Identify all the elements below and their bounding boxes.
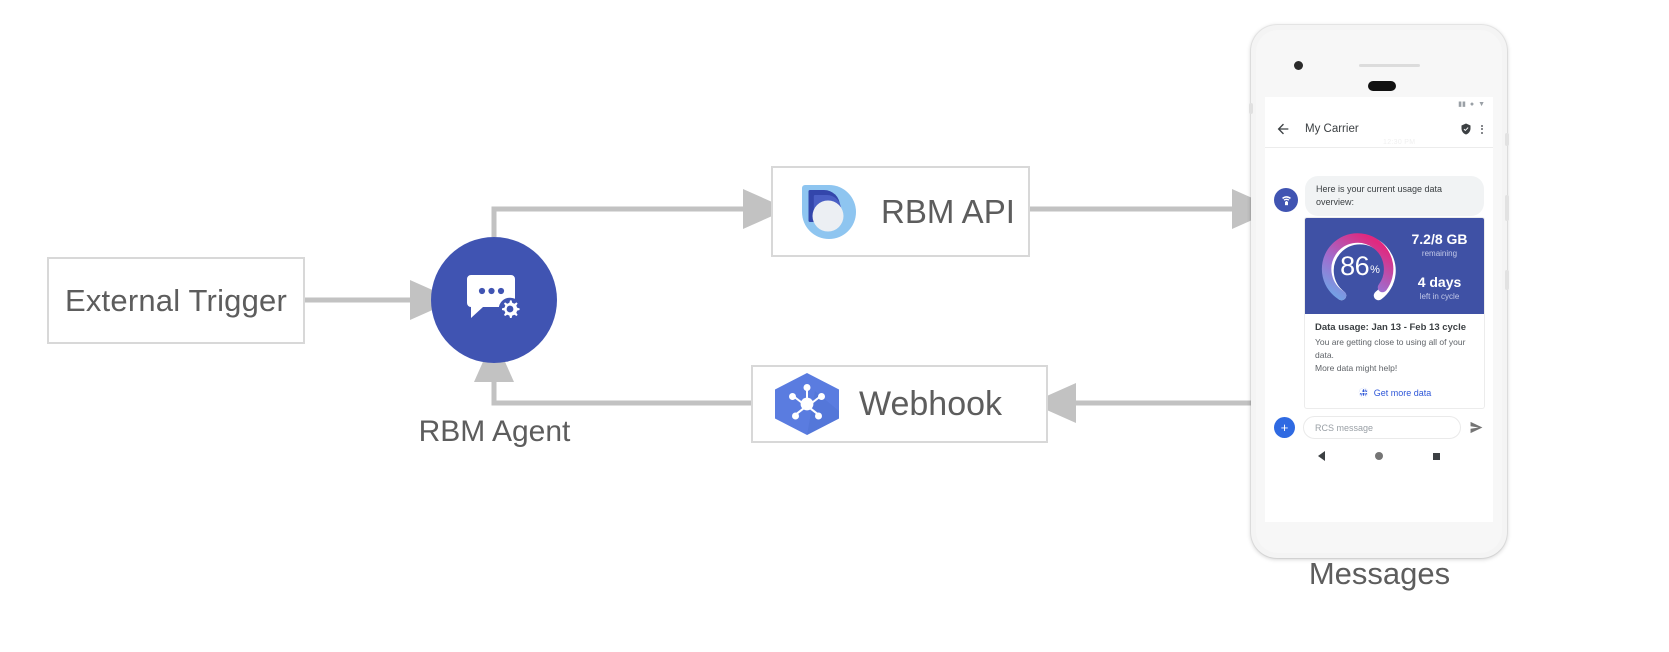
send-icon[interactable] bbox=[1469, 420, 1484, 435]
phone-volume-button bbox=[1505, 133, 1509, 146]
days-left: 4 days bbox=[1417, 274, 1462, 291]
card-action-button[interactable]: Get more data bbox=[1305, 378, 1484, 408]
globe-icon bbox=[1358, 388, 1368, 398]
message-composer: + RCS message bbox=[1265, 408, 1493, 440]
gauge-number: 86 bbox=[1340, 250, 1370, 281]
phone-device: ▮▮ ● ▼ My Carrier 12:30 PM bbox=[1249, 25, 1509, 558]
earpiece-grille bbox=[1359, 64, 1420, 67]
android-nav-bar bbox=[1265, 439, 1493, 462]
speaker-slot bbox=[1368, 81, 1396, 91]
rich-card[interactable]: 86 % 7.2/8 GB remaining 4 days left in c… bbox=[1305, 218, 1484, 409]
hexagon-nodes-icon bbox=[775, 373, 839, 435]
rbm-agent-node[interactable] bbox=[431, 237, 557, 363]
nav-back-icon[interactable] bbox=[1318, 451, 1325, 462]
phone-side-button-lower bbox=[1505, 270, 1509, 290]
back-arrow-icon[interactable] bbox=[1275, 121, 1291, 137]
gauge-unit: % bbox=[1370, 264, 1380, 277]
rbm-droplet-icon bbox=[802, 184, 856, 239]
app-bar-title: My Carrier bbox=[1305, 123, 1359, 135]
card-media: 86 % 7.2/8 GB remaining 4 days left in c… bbox=[1305, 218, 1484, 315]
external-trigger-label: External Trigger bbox=[64, 282, 288, 318]
app-bar: My Carrier 12:30 PM bbox=[1265, 111, 1493, 148]
phone-screen: ▮▮ ● ▼ My Carrier 12:30 PM bbox=[1265, 97, 1493, 522]
message-timestamp: 12:30 PM bbox=[1383, 139, 1416, 146]
battery-icon: ▼ bbox=[1478, 100, 1485, 108]
webhook-node[interactable]: Webhook bbox=[751, 365, 1048, 443]
conversation-area: Here is your current usage data overview… bbox=[1265, 148, 1493, 522]
front-camera-icon bbox=[1294, 61, 1303, 70]
agent-message-row: Here is your current usage data overview… bbox=[1265, 176, 1493, 217]
signal-icon: ▮▮ bbox=[1458, 100, 1466, 108]
data-usage-gauge: 86 % bbox=[1319, 225, 1401, 307]
rcs-message-input[interactable]: RCS message bbox=[1303, 416, 1461, 440]
app-bar-actions bbox=[1460, 123, 1483, 135]
agent-message-bubble: Here is your current usage data overview… bbox=[1305, 176, 1484, 217]
wifi-dot-icon: ● bbox=[1469, 100, 1475, 108]
card-description-line2: More data might help! bbox=[1315, 362, 1398, 373]
phone-power-button bbox=[1505, 195, 1509, 221]
webhook-label: Webhook bbox=[859, 384, 1003, 423]
data-amount: 7.2/8 GB bbox=[1411, 231, 1468, 248]
rbm-api-node[interactable]: RBM API bbox=[771, 166, 1030, 257]
rbm-api-label: RBM API bbox=[881, 192, 1015, 230]
plus-icon[interactable]: + bbox=[1274, 417, 1295, 439]
carrier-wifi-avatar-icon bbox=[1274, 188, 1298, 212]
days-left-sub: left in cycle bbox=[1419, 291, 1460, 301]
chat-gear-icon bbox=[467, 275, 522, 321]
device-label: Messages bbox=[1308, 556, 1451, 591]
rbm-agent-label: RBM Agent bbox=[418, 415, 571, 448]
overflow-menu-icon[interactable] bbox=[1481, 124, 1483, 134]
data-amount-sub: remaining bbox=[1421, 249, 1458, 259]
nav-recents-icon[interactable] bbox=[1433, 452, 1440, 460]
card-title: Data usage: Jan 13 - Feb 13 cycle bbox=[1315, 322, 1467, 334]
card-media-stats: 7.2/8 GB remaining 4 days left in cycle bbox=[1401, 231, 1474, 301]
card-body: Data usage: Jan 13 - Feb 13 cycle You ar… bbox=[1305, 314, 1484, 378]
verified-shield-icon[interactable] bbox=[1460, 123, 1472, 135]
external-trigger-node[interactable]: External Trigger bbox=[47, 257, 305, 344]
gauge-value: 86 % bbox=[1319, 225, 1401, 307]
phone-side-button bbox=[1249, 103, 1253, 114]
status-bar: ▮▮ ● ▼ bbox=[1265, 97, 1493, 111]
nav-home-icon[interactable] bbox=[1375, 452, 1383, 461]
card-description: You are getting close to using all of yo… bbox=[1315, 336, 1474, 374]
card-action-label: Get more data bbox=[1373, 387, 1432, 398]
card-description-line1: You are getting close to using all of yo… bbox=[1315, 337, 1466, 360]
